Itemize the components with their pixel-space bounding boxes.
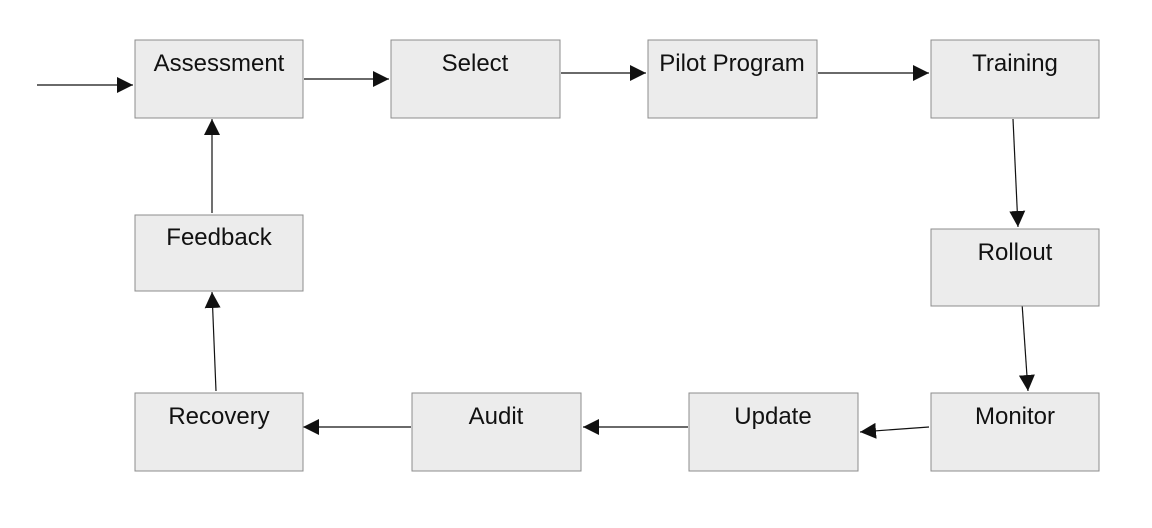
node-audit-label: Audit bbox=[469, 403, 524, 430]
edge-training-to-rollout bbox=[1009, 118, 1026, 228]
node-monitor-label: Monitor bbox=[975, 403, 1055, 430]
edge-recovery-to-feedback bbox=[204, 291, 221, 392]
edges bbox=[37, 65, 1035, 439]
node-audit[interactable]: Audit bbox=[411, 392, 582, 472]
node-training[interactable]: Training bbox=[930, 39, 1100, 119]
node-recovery[interactable]: Recovery bbox=[134, 392, 304, 472]
edge-rollout-to-monitor bbox=[1018, 302, 1035, 392]
node-pilot-program[interactable]: Pilot Program bbox=[647, 39, 818, 119]
node-monitor[interactable]: Monitor bbox=[930, 392, 1100, 472]
node-assessment[interactable]: Assessment bbox=[134, 39, 304, 119]
node-feedback-label: Feedback bbox=[166, 224, 272, 251]
node-update[interactable]: Update bbox=[688, 392, 859, 472]
node-feedback[interactable]: Feedback bbox=[134, 214, 304, 292]
node-training-label: Training bbox=[972, 50, 1058, 77]
node-select[interactable]: Select bbox=[390, 39, 561, 119]
node-pilot-program-label: Pilot Program bbox=[659, 50, 804, 77]
node-rollout-label: Rollout bbox=[978, 239, 1053, 266]
node-select-label: Select bbox=[442, 50, 509, 77]
node-assessment-label: Assessment bbox=[154, 50, 285, 77]
node-rollout[interactable]: Rollout bbox=[930, 228, 1100, 307]
edge-monitor-to-update bbox=[859, 422, 930, 439]
node-recovery-label: Recovery bbox=[168, 403, 269, 430]
node-update-label: Update bbox=[734, 403, 811, 430]
